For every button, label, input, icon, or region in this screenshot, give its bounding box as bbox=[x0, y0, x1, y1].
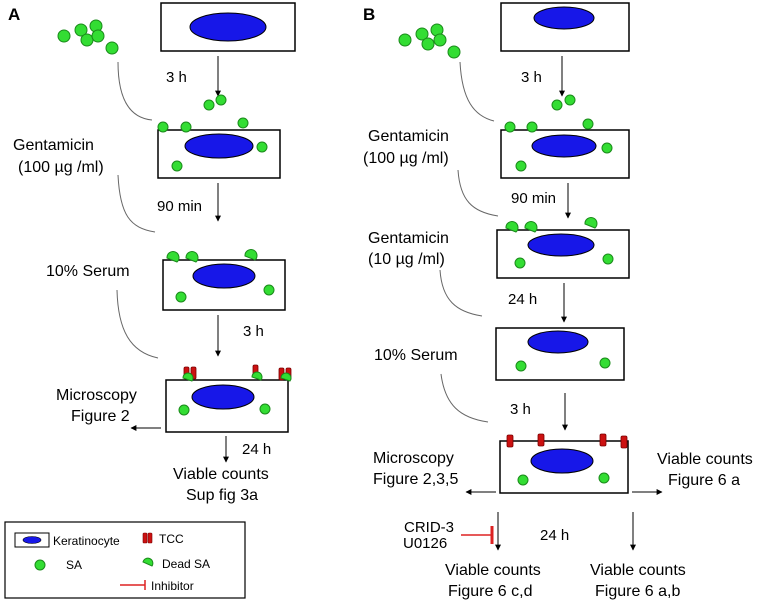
time-label-a2: 90 min bbox=[157, 198, 202, 215]
microscopy-figure-a: Figure 2 bbox=[71, 408, 130, 425]
viable-right-figure-b: Figure 6 a bbox=[668, 472, 740, 489]
legend-tcc-label: TCC bbox=[159, 532, 184, 546]
legend-keratinocyte-label: Keratinocyte bbox=[53, 534, 120, 548]
inhibitor-u0126: U0126 bbox=[403, 535, 447, 552]
time-label-b3: 24 h bbox=[508, 291, 537, 308]
legend-sa-label: SA bbox=[66, 558, 82, 572]
viable-left-figure-b: Figure 6 c,d bbox=[448, 583, 532, 600]
time-label-a1: 3 h bbox=[166, 69, 187, 86]
panel-label-b: B bbox=[363, 5, 375, 24]
panel-b: 3 h Gentamicin (100 µg /ml) 90 min bbox=[363, 2, 753, 600]
viable-far-figure-b: Figure 6 a,b bbox=[595, 583, 680, 600]
time-label-b5: 24 h bbox=[540, 527, 569, 544]
dead-sa-group bbox=[505, 217, 598, 233]
legend: Keratinocyte TCC SA Dead SA Inhibitor bbox=[4, 521, 246, 599]
sa-group bbox=[517, 472, 610, 486]
time-label-b4: 3 h bbox=[510, 401, 531, 418]
nucleus-4 bbox=[191, 384, 255, 410]
sa-group bbox=[178, 403, 271, 416]
dead-sa-group bbox=[166, 249, 258, 263]
curve-connector-b1 bbox=[459, 61, 495, 122]
microscopy-label-a: Microscopy bbox=[56, 387, 137, 404]
viable-left-label-b: Viable counts bbox=[445, 562, 541, 579]
gentamicin2-conc-b: (10 µg /ml) bbox=[368, 251, 445, 268]
nucleus-3 bbox=[192, 263, 256, 289]
curve-connector-a1 bbox=[117, 61, 153, 121]
time-label-b2: 90 min bbox=[511, 190, 556, 207]
sa-cluster bbox=[57, 19, 119, 55]
serum-label-b: 10% Serum bbox=[374, 347, 458, 364]
dead-sa-group bbox=[182, 371, 292, 382]
viable-right-label-b: Viable counts bbox=[657, 451, 753, 468]
nucleus-b3 bbox=[527, 233, 595, 257]
curve-connector-b3 bbox=[439, 269, 483, 317]
curve-connector-a2 bbox=[117, 174, 156, 233]
sa-group bbox=[175, 284, 275, 303]
sa-group bbox=[514, 253, 614, 269]
nucleus-1 bbox=[189, 12, 267, 42]
tcc-group bbox=[506, 433, 628, 449]
legend-inhibitor-label: Inhibitor bbox=[151, 579, 194, 593]
legend-dead-sa-icon bbox=[142, 557, 154, 567]
legend-dead-sa-label: Dead SA bbox=[162, 557, 210, 571]
legend-tcc-icon bbox=[142, 532, 153, 544]
time-label-a4: 24 h bbox=[242, 441, 271, 458]
sa-group bbox=[551, 94, 576, 111]
serum-label-a: 10% Serum bbox=[46, 263, 130, 280]
gentamicin-label-a: Gentamicin bbox=[13, 137, 94, 154]
curve-connector-b2 bbox=[457, 169, 499, 217]
gentamicin-conc-a: (100 µg /ml) bbox=[18, 159, 104, 176]
viable-far-label-b: Viable counts bbox=[590, 562, 686, 579]
gentamicin1-label-b: Gentamicin bbox=[368, 128, 449, 145]
microscopy-label-b: Microscopy bbox=[373, 450, 454, 467]
panel-label-a: A bbox=[8, 5, 20, 24]
sa-cluster bbox=[398, 23, 461, 59]
nucleus-b4 bbox=[527, 330, 589, 354]
tcc-group bbox=[183, 364, 292, 381]
nucleus-b5 bbox=[530, 448, 594, 474]
time-label-a3: 3 h bbox=[243, 323, 264, 340]
time-label-b1: 3 h bbox=[521, 69, 542, 86]
curve-connector-b4 bbox=[440, 373, 489, 423]
nucleus-2 bbox=[184, 133, 254, 159]
nucleus-b2 bbox=[531, 134, 597, 158]
panel-a: 3 h Gentamicin (100 µg /ml) 90 min bbox=[13, 2, 296, 504]
sa-group bbox=[157, 117, 268, 172]
legend-sa-icon bbox=[34, 559, 46, 571]
keratinocyte-cell-1 bbox=[160, 2, 296, 52]
curve-connector-a3 bbox=[116, 289, 159, 359]
sa-group bbox=[515, 357, 611, 372]
inhibitor-crid3: CRID-3 bbox=[404, 519, 454, 536]
legend-nucleus-icon bbox=[22, 536, 42, 544]
gentamicin2-label-b: Gentamicin bbox=[368, 230, 449, 247]
gentamicin1-conc-b: (100 µg /ml) bbox=[363, 150, 449, 167]
nucleus-b1 bbox=[533, 6, 595, 30]
microscopy-figure-b: Figure 2,3,5 bbox=[373, 471, 458, 488]
sa-group bbox=[504, 118, 613, 172]
sa-group bbox=[203, 94, 227, 111]
viable-figure-a: Sup fig 3a bbox=[186, 487, 258, 504]
viable-label-a: Viable counts bbox=[173, 466, 269, 483]
